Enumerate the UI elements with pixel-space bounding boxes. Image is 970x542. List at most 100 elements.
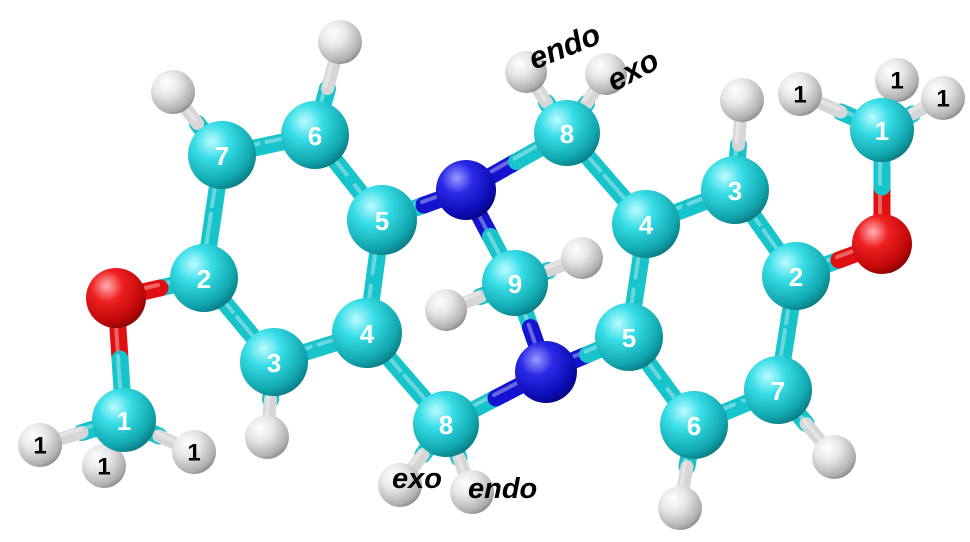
oxygen-sphere [852, 214, 912, 274]
hydrogen-atom [378, 463, 422, 507]
nitrogen-sphere [436, 160, 496, 220]
carbon-sphere [482, 250, 548, 316]
hydrogen-atom: 1 [82, 444, 126, 488]
annotation-bottom-endo: endo [468, 473, 537, 505]
hydrogen-sphere [82, 444, 126, 488]
carbon-sphere [534, 100, 600, 166]
carbon-atom: 7 [188, 121, 256, 189]
nitrogen-sphere [515, 341, 577, 403]
atom-number-label: 9 [508, 269, 522, 299]
hydrogen-atom: 1 [778, 72, 822, 116]
atom-number-label: 8 [439, 410, 453, 440]
hydrogen-atom: 1 [921, 76, 965, 120]
carbon-atom: 2 [762, 242, 830, 310]
hydrogen-atom: 1 [18, 423, 62, 467]
carbon-atom: 3 [701, 156, 769, 224]
atom-number-label: 7 [215, 141, 229, 171]
carbon-sphere [281, 101, 349, 169]
hydrogen-sphere [778, 72, 822, 116]
carbon-atom: 2 [170, 244, 238, 312]
carbon-atom: 4 [612, 190, 680, 258]
carbon-sphere [92, 388, 156, 452]
hydrogen-atom [450, 470, 494, 514]
carbon-sphere [170, 244, 238, 312]
carbon-atom: 8 [413, 391, 479, 457]
hydrogen-sphere [245, 415, 289, 459]
hydrogen-atom: 1 [172, 430, 216, 474]
atom-number-label: 1 [117, 406, 131, 436]
atom-number-label: 1 [97, 454, 110, 481]
atom-number-label: 1 [793, 82, 806, 109]
carbon-sphere [850, 98, 914, 162]
hydrogen-atom [658, 486, 702, 530]
oxygen-atom [86, 268, 146, 328]
hydrogen-atom: 1 [875, 58, 919, 102]
carbon-sphere [762, 242, 830, 310]
carbon-atom: 5 [347, 185, 417, 255]
carbon-atom: 1 [850, 98, 914, 162]
carbon-sphere [612, 190, 680, 258]
hydrogen-sphere [505, 51, 547, 93]
carbon-sphere [701, 156, 769, 224]
hydrogen-sphere [921, 76, 965, 120]
carbon-sphere [347, 185, 417, 255]
atom-number-label: 1 [890, 68, 903, 95]
carbon-sphere [188, 121, 256, 189]
atom-number-label: 3 [728, 176, 742, 206]
hydrogen-atom [151, 70, 195, 114]
oxygen-atom [852, 214, 912, 274]
annotation-bottom-exo: exo [392, 463, 442, 495]
carbon-sphere [744, 356, 812, 424]
carbon-sphere [660, 391, 728, 459]
atom-number-label: 5 [375, 206, 389, 236]
carbon-atom: 7 [744, 356, 812, 424]
carbon-atom: 8 [534, 100, 600, 166]
hydrogen-sphere [151, 70, 195, 114]
carbon-atom: 6 [660, 391, 728, 459]
carbon-atom: 3 [240, 328, 308, 396]
atom-number-label: 5 [622, 323, 636, 353]
hydrogen-atom [812, 435, 856, 479]
hydrogen-sphere [812, 435, 856, 479]
hydrogen-sphere [172, 430, 216, 474]
hydrogen-sphere [585, 53, 627, 95]
hydrogen-sphere [18, 423, 62, 467]
atom-number-label: 6 [687, 411, 701, 441]
hydrogen-sphere [425, 289, 467, 331]
carbon-sphere [240, 328, 308, 396]
hydrogen-sphere [378, 463, 422, 507]
atom-number-label: 2 [197, 264, 211, 294]
atom-number-label: 7 [771, 376, 785, 406]
carbon-atom: 9 [482, 250, 548, 316]
hydrogen-sphere [318, 20, 362, 64]
hydrogen-sphere [450, 470, 494, 514]
atom-number-label: 8 [560, 119, 574, 149]
hydrogen-atom [245, 415, 289, 459]
atom-number-label: 1 [187, 440, 200, 467]
hydrogen-sphere [720, 78, 764, 122]
nitrogen-atom [436, 160, 496, 220]
hydrogen-atom [585, 53, 627, 95]
atom-number-label: 6 [308, 121, 322, 151]
atom-number-label: 1 [875, 116, 889, 146]
carbon-atom: 5 [595, 303, 663, 371]
atom-number-label: 4 [360, 319, 375, 349]
atom-number-label: 1 [936, 86, 949, 113]
hydrogen-sphere [658, 486, 702, 530]
hydrogen-atom [425, 289, 467, 331]
hydrogen-sphere [875, 58, 919, 102]
carbon-sphere [332, 298, 402, 368]
nitrogen-atom [515, 341, 577, 403]
atom-number-label: 4 [639, 210, 654, 240]
carbon-atom: 4 [332, 298, 402, 368]
oxygen-sphere [86, 268, 146, 328]
hydrogen-atom [318, 20, 362, 64]
hydrogen-atom [505, 51, 547, 93]
hydrogen-atom [561, 237, 603, 279]
carbon-atom: 1 [92, 388, 156, 452]
atom-number-label: 3 [267, 348, 281, 378]
carbon-atom: 6 [281, 101, 349, 169]
carbon-sphere [595, 303, 663, 371]
